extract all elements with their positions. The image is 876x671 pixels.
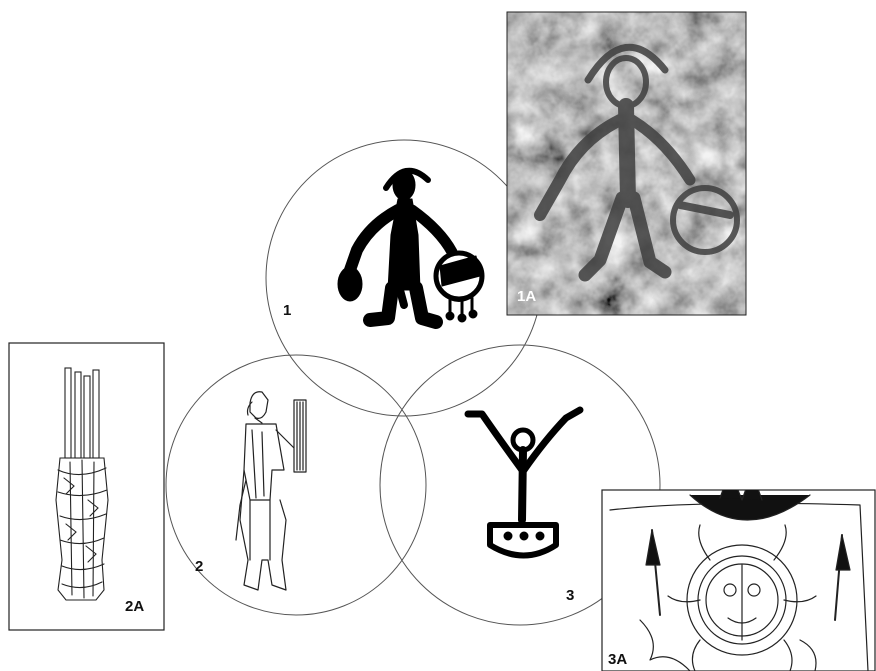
- petroglyph-orant-figure: [468, 410, 580, 556]
- panel-3a-solar-figure: [602, 470, 875, 671]
- label-panel-3a: 3A: [608, 651, 627, 668]
- label-panel-2a: 2A: [125, 598, 144, 615]
- label-panel-1a: 1A: [517, 288, 536, 305]
- label-circle-3: 3: [566, 587, 574, 604]
- venn-circle-2: [166, 355, 426, 615]
- label-circle-1: 1: [283, 302, 291, 319]
- petroglyph-warrior-with-shield: [338, 170, 482, 322]
- panel-2a-rod-bundle: [9, 343, 164, 630]
- robed-figure-with-staff: [236, 392, 306, 590]
- panel-1a-rock-photo: [507, 12, 746, 315]
- label-circle-2: 2: [195, 558, 203, 575]
